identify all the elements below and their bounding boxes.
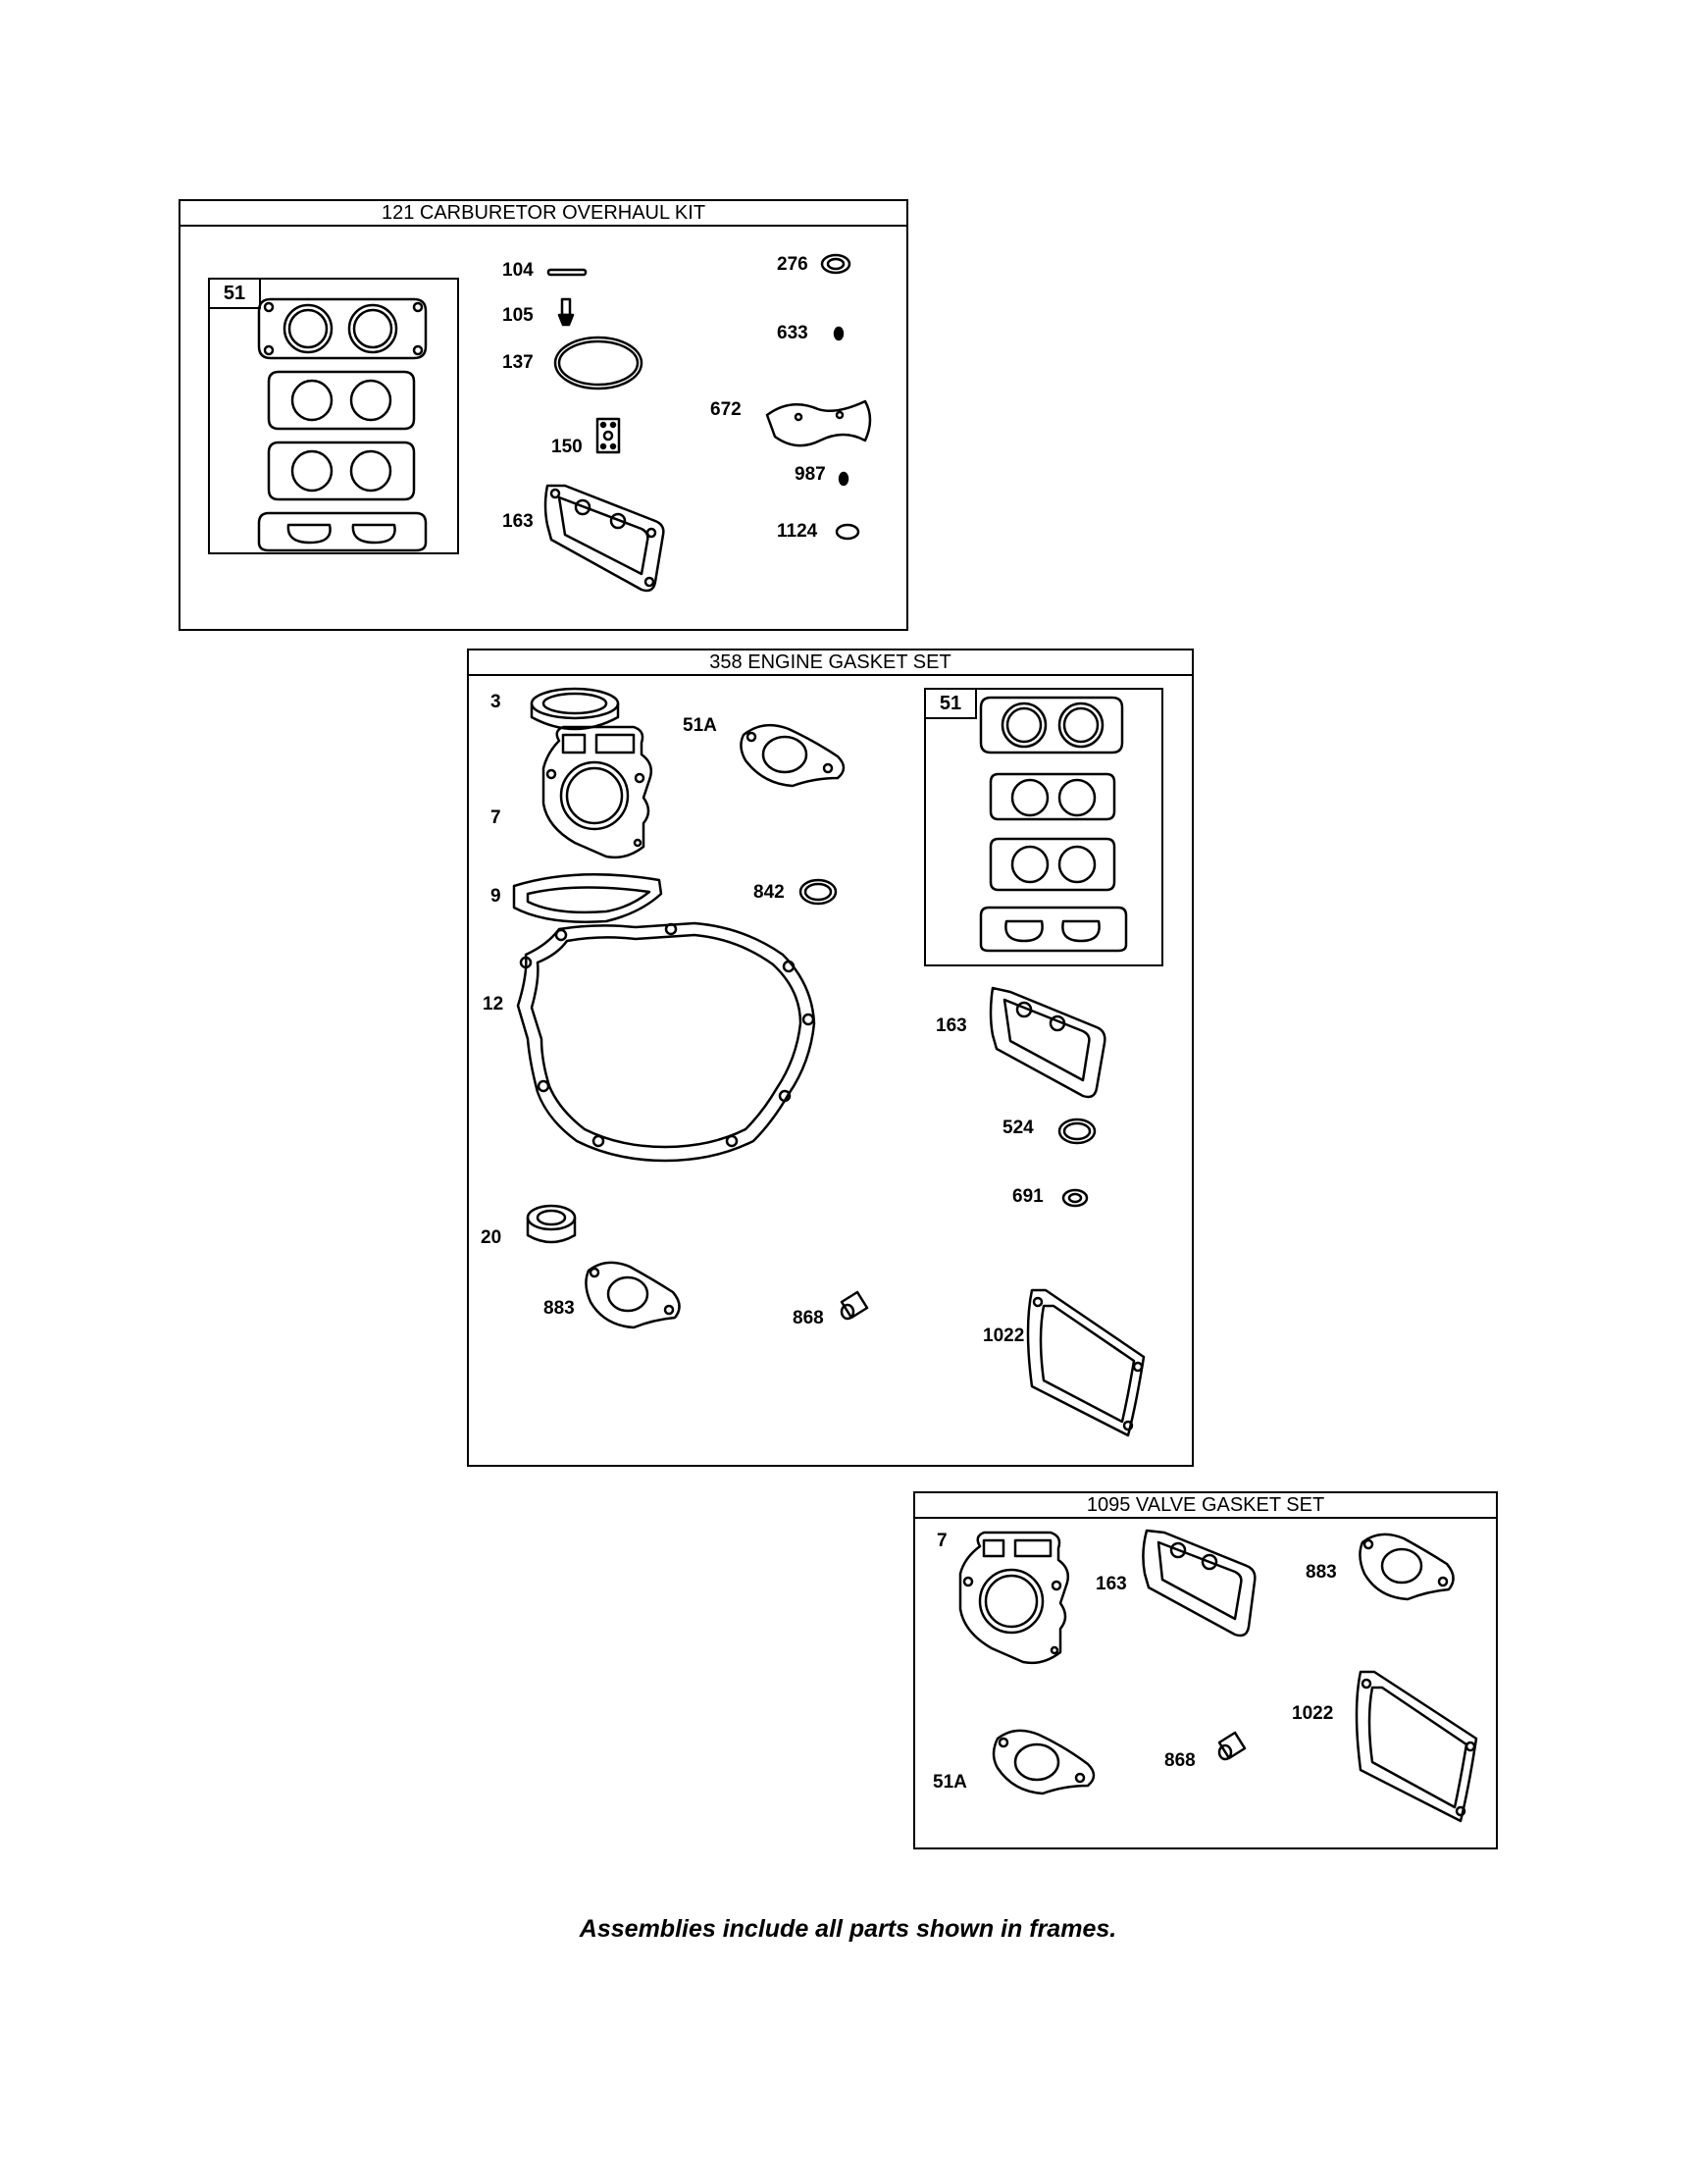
seal-842-inner <box>803 882 833 902</box>
part-987 <box>838 471 849 487</box>
frame-title: 1095 VALVE GASKET SET <box>915 1493 1496 1519</box>
intake-gasket-883 <box>1359 1533 1455 1601</box>
engine-gasket-set-frame: 358 ENGINE GASKET SET 51 <box>467 649 1194 1467</box>
carburetor-parts-drawing <box>257 253 872 593</box>
part-label: 104 <box>502 260 534 281</box>
part-label: 868 <box>1164 1750 1196 1771</box>
seal-691 <box>1061 1188 1089 1208</box>
carburetor-overhaul-kit-frame: 121 CARBURETOR OVERHAUL KIT 51 <box>179 199 908 631</box>
part-label: 7 <box>490 807 501 828</box>
part-label: 51A <box>683 715 717 736</box>
part-633 <box>833 326 845 341</box>
part-label: 987 <box>795 464 826 485</box>
head-gasket-7 <box>958 1531 1069 1665</box>
subframe-51: 51 <box>208 278 459 554</box>
part-label: 137 <box>502 352 534 373</box>
part-label: 883 <box>1306 1562 1337 1583</box>
subframe-tag: 51 <box>926 690 977 719</box>
part-label: 633 <box>777 323 808 343</box>
part-label: 691 <box>1012 1186 1044 1207</box>
part-label: 150 <box>551 437 583 457</box>
intake-gasket-883 <box>585 1261 681 1329</box>
frame-title: 358 ENGINE GASKET SET <box>469 650 1192 676</box>
intake-gasket-51A <box>992 1729 1096 1795</box>
needle-105 <box>557 297 575 327</box>
part-label: 868 <box>793 1308 824 1328</box>
seal-524 <box>1057 1118 1097 1145</box>
engine-parts-drawing <box>512 687 1146 1437</box>
subframe-tag: 51 <box>210 280 261 309</box>
gasket-163 <box>989 986 1106 1099</box>
part-label: 163 <box>936 1015 967 1036</box>
part-868 <box>1217 1731 1247 1761</box>
part-label: 163 <box>1096 1574 1127 1594</box>
gasket-163 <box>1142 1529 1257 1638</box>
head-gasket-set-51 <box>257 297 428 552</box>
part-label: 163 <box>502 511 534 532</box>
gasket-672 <box>765 399 872 447</box>
gasket-163 <box>543 484 665 593</box>
intake-gasket-51A <box>740 723 846 788</box>
part-label: 842 <box>753 882 785 903</box>
seal-1124 <box>835 523 860 541</box>
cover-gasket-1022 <box>1026 1288 1146 1437</box>
seal-691-inner <box>1067 1192 1083 1204</box>
part-label: 672 <box>710 399 742 420</box>
part-label: 9 <box>490 886 501 907</box>
part-label: 7 <box>937 1531 948 1551</box>
part-868 <box>840 1290 869 1321</box>
crankcase-gasket-12 <box>516 921 816 1163</box>
seal-276-inner <box>826 257 846 271</box>
seal-3 <box>530 687 620 731</box>
part-label: 3 <box>490 692 501 712</box>
frame-title: 121 CARBURETOR OVERHAUL KIT <box>180 201 906 227</box>
cover-gasket-1022 <box>1355 1670 1478 1823</box>
head-gasket-set-51 <box>979 696 1128 953</box>
gasket-9 <box>512 873 663 923</box>
part-label: 1022 <box>983 1326 1025 1346</box>
part-label: 51A <box>933 1772 967 1793</box>
part-label: 1022 <box>1292 1703 1334 1724</box>
pin-104 <box>546 268 588 277</box>
o-ring-137-inner <box>557 339 640 387</box>
valve-parts-drawing <box>958 1529 1478 1823</box>
part-label: 883 <box>543 1298 575 1319</box>
seal-20 <box>526 1204 577 1244</box>
valve-gasket-set-frame: 1095 VALVE GASKET SET <box>913 1491 1498 1849</box>
o-ring-137 <box>553 336 643 390</box>
subframe-51: 51 <box>924 688 1163 966</box>
footnote: Assemblies include all parts shown in fr… <box>579 1915 1117 1943</box>
gasket-150 <box>595 417 621 454</box>
seal-276 <box>820 253 851 275</box>
part-label: 1124 <box>777 521 818 542</box>
part-label: 524 <box>1002 1118 1034 1138</box>
part-label: 105 <box>502 305 534 326</box>
part-label: 276 <box>777 254 808 275</box>
head-gasket-7 <box>541 725 652 859</box>
part-label: 12 <box>483 994 504 1014</box>
seal-842 <box>798 878 838 906</box>
part-label: 20 <box>481 1227 502 1248</box>
seal-524-inner <box>1062 1121 1092 1141</box>
